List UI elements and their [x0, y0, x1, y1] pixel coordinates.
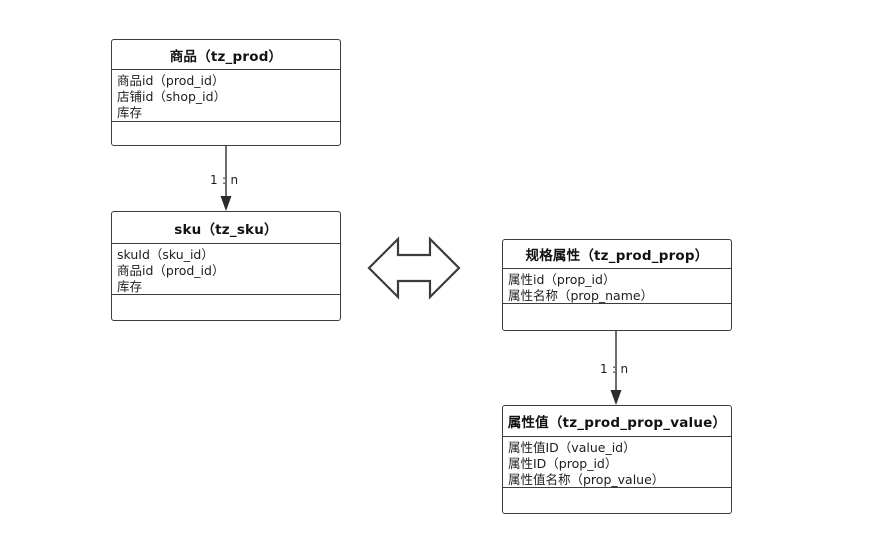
attribute-row: 店铺id（shop_id） [117, 89, 227, 104]
entity-box-tz-prod[interactable]: 商品（tz_prod） 商品id（prod_id） 店铺id（shop_id） … [111, 39, 341, 146]
entity-box-tz-prod-prop[interactable]: 规格属性（tz_prod_prop） 属性id（prop_id） 属性名称（pr… [502, 239, 732, 331]
connector-label-prop-to-propvalue: 1 : n [600, 362, 629, 376]
entity-attributes-tz-prod-prop: 属性id（prop_id） 属性名称（prop_name） [503, 269, 731, 304]
attribute-row: 属性id（prop_id） [508, 272, 616, 287]
entity-box-tz-prod-prop-value[interactable]: 属性值（tz_prod_prop_value） 属性值ID（value_id） … [502, 405, 732, 514]
attribute-row: 库存 [117, 279, 143, 294]
attribute-row: 库存 [117, 105, 143, 120]
attribute-row: 属性名称（prop_name） [508, 288, 654, 303]
attribute-row: 商品id（prod_id） [117, 73, 225, 88]
entity-attributes-tz-prod-prop-value: 属性值ID（value_id） 属性ID（prop_id） 属性值名称（prop… [503, 437, 731, 488]
entity-header-tz-sku: sku（tz_sku） [112, 212, 340, 244]
attribute-row: 属性值名称（prop_value） [508, 472, 665, 487]
entity-methods-tz-prod [112, 122, 340, 145]
entity-methods-tz-sku [112, 295, 340, 320]
entity-attributes-tz-sku: skuId（sku_id） 商品id（prod_id） 库存 [112, 244, 340, 295]
entity-header-tz-prod-prop: 规格属性（tz_prod_prop） [503, 240, 731, 269]
entity-header-tz-prod: 商品（tz_prod） [112, 40, 340, 70]
entity-box-tz-sku[interactable]: sku（tz_sku） skuId（sku_id） 商品id（prod_id） … [111, 211, 341, 321]
entity-attributes-tz-prod: 商品id（prod_id） 店铺id（shop_id） 库存 [112, 70, 340, 122]
entity-header-tz-prod-prop-value: 属性值（tz_prod_prop_value） [503, 406, 731, 437]
attribute-row: 属性ID（prop_id） [508, 456, 618, 471]
connector-prod-to-sku-arrow [220, 146, 232, 211]
entity-methods-tz-prod-prop-value [503, 488, 731, 513]
connector-prop-to-propvalue-arrow [610, 331, 622, 405]
entity-methods-tz-prod-prop [503, 304, 731, 330]
attribute-row: 商品id（prod_id） [117, 263, 225, 278]
connector-label-prod-to-sku: 1 : n [210, 173, 239, 187]
attribute-row: 属性值ID（value_id） [508, 440, 636, 455]
attribute-row: skuId（sku_id） [117, 247, 214, 262]
bidirectional-arrow-icon [367, 236, 461, 300]
